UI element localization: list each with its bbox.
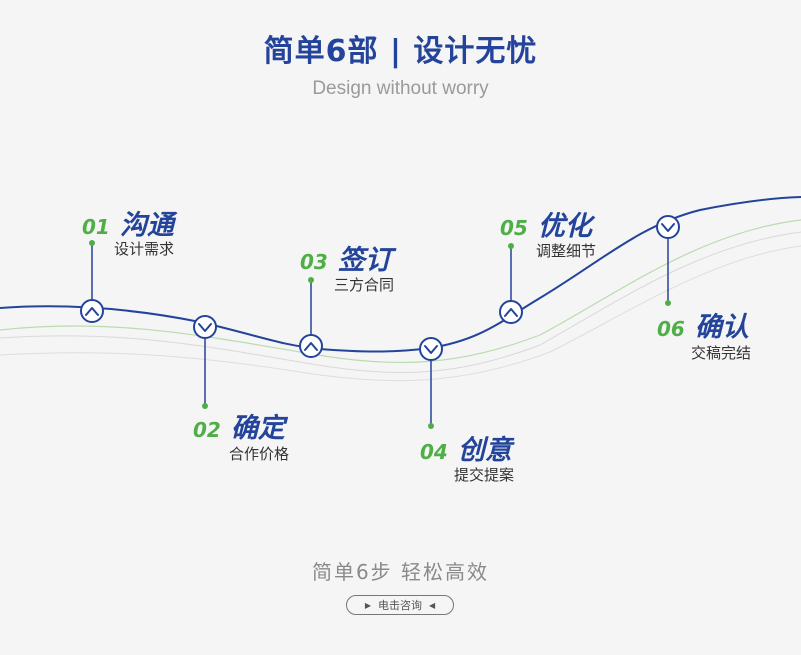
step-number: 03 (300, 250, 328, 274)
node-step-1-chevron-up-icon (80, 299, 104, 323)
node-step-3-chevron-up-icon (299, 334, 323, 358)
node-step-5-chevron-up-icon (499, 300, 523, 324)
step-number: 01 (82, 215, 110, 239)
play-left-icon: ◀ (429, 600, 436, 610)
page-subtitle: Design without worry (312, 78, 489, 99)
step-number: 04 (420, 440, 448, 464)
step-description: 调整细节 (536, 242, 597, 260)
step-number: 06 (657, 317, 685, 341)
node-step-2-chevron-down-icon (193, 315, 217, 339)
consult-button[interactable]: ▶ 电击咨询 ◀ (346, 595, 454, 615)
connector-dot-step-4 (428, 423, 434, 429)
step-title: 沟通 (119, 210, 174, 241)
step-description: 提交提案 (454, 466, 515, 484)
step-title: 确认 (694, 312, 749, 343)
connector-dot-step-6 (665, 300, 671, 306)
step-4: 04 创意 提交提案 (420, 428, 514, 484)
step-number: 02 (193, 418, 221, 442)
step-description: 三方合同 (334, 276, 395, 294)
step-title: 优化 (537, 211, 592, 242)
footer-title: 简单6步 轻松高效 (311, 560, 490, 584)
step-title: 确定 (230, 413, 285, 444)
connector-dot-step-1 (89, 240, 95, 246)
node-step-6-chevron-down-icon (656, 215, 680, 239)
step-title: 签订 (337, 245, 392, 276)
step-description: 合作价格 (229, 445, 290, 463)
step-description: 交稿完结 (691, 344, 752, 362)
play-right-icon: ▶ (364, 600, 371, 610)
connector-dot-step-2 (202, 403, 208, 409)
step-title: 创意 (457, 435, 512, 466)
connector-dot-step-5 (508, 243, 514, 249)
node-step-4-chevron-down-icon (419, 337, 443, 361)
wave-line-faint-2 (0, 245, 801, 382)
step-5: 05 优化 调整细节 (500, 204, 596, 260)
connector-dot-step-3 (308, 277, 314, 283)
step-2: 02 确定 合作价格 (193, 406, 289, 463)
step-description: 设计需求 (114, 240, 175, 258)
step-3: 03 签订 三方合同 (300, 238, 394, 294)
step-1: 01 沟通 设计需求 (82, 203, 174, 258)
step-number: 05 (500, 216, 528, 240)
page-title: 简单6部 | 设计无忧 (263, 34, 538, 69)
step-6: 06 确认 交稿完结 (657, 305, 751, 362)
consult-button-label: 电击咨询 (378, 599, 422, 612)
